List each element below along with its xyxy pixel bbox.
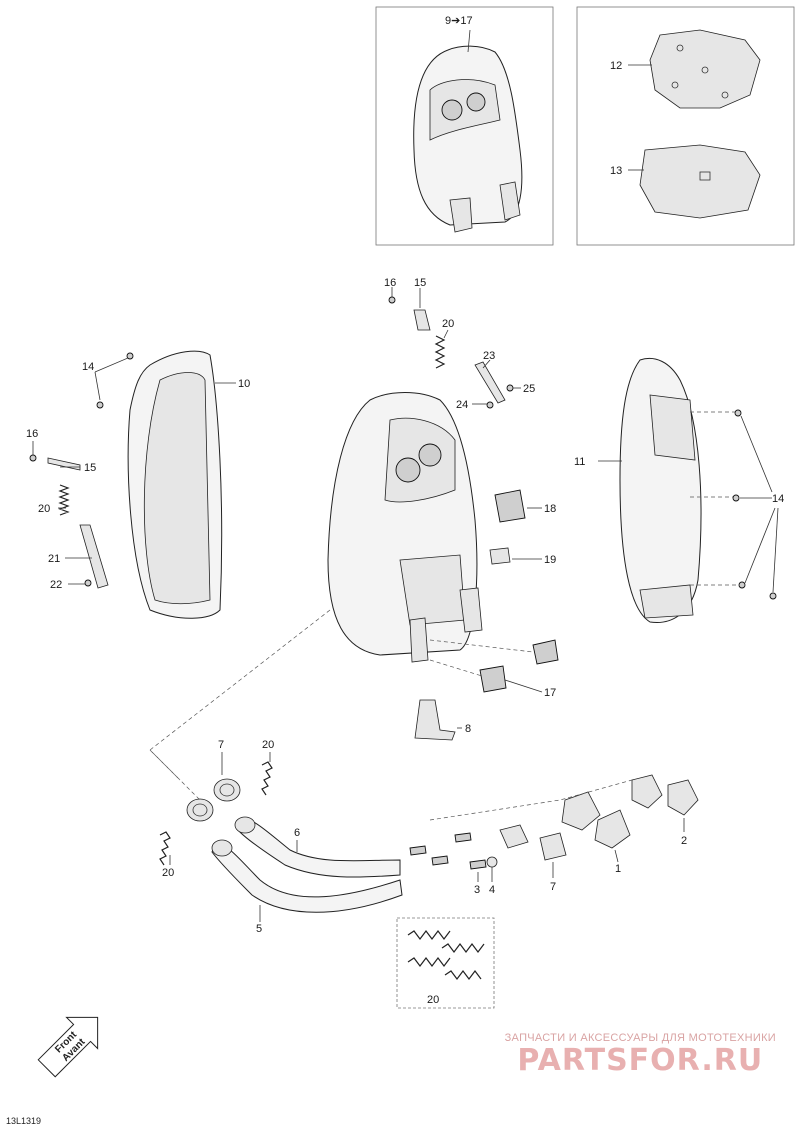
nut-16-left [29,454,37,462]
callout-24: 24 [456,399,468,411]
gasket-12 [649,29,761,109]
callout-9-17: 9➔17 [445,15,473,27]
callout-1: 1 [615,863,621,875]
fastener-14-a [126,352,134,360]
callout-11: 11 [574,456,585,468]
callout-23: 23 [483,350,495,362]
fastener-14-c [734,409,742,417]
nut-25 [506,384,514,392]
callout-22: 22 [50,579,62,591]
callout-20-box: 20 [427,994,439,1006]
strap-21 [79,524,109,589]
fastener-14-f [769,592,777,600]
callout-17: 17 [544,687,556,699]
callout-19: 19 [544,554,556,566]
callout-7-right: 7 [550,881,556,893]
fastener-14-d [732,494,740,502]
bolt-19 [489,547,511,565]
inset-box-muffler-assembly [375,6,554,246]
watermark-tagline: ЗАПЧАСТИ И АКСЕССУАРЫ ДЛЯ МОТОТЕХНИКИ [504,1032,776,1044]
nut-4 [486,856,498,868]
callout-12: 12 [610,60,622,72]
screw-24 [486,401,494,409]
callout-13: 13 [610,165,622,177]
callout-15-top: 15 [414,277,426,289]
gasket-2-b [667,779,699,816]
bracket-15-top [413,309,431,331]
exhaust-pipe-5 [211,843,403,913]
fastener-14-e [738,581,746,589]
callout-3: 3 [474,884,480,896]
inset-muffler-assembly [413,29,523,233]
damper-18 [494,489,526,523]
front-direction-arrow: Front Avant [37,1016,99,1078]
callout-16-left: 16 [26,428,38,440]
gasket-2-a [631,774,663,809]
callout-20-mid: 20 [262,739,274,751]
sleeve-7-right-a [499,824,529,849]
callout-8: 8 [465,723,471,735]
watermark: ЗАПЧАСТИ И АКСЕССУАРЫ ДЛЯ МОТОТЕХНИКИ PA… [505,1032,776,1078]
bracket-8 [414,699,456,741]
callout-20-left: 20 [38,503,50,515]
callout-15-left: 15 [84,462,96,474]
callout-14-right: 14 [772,493,784,505]
spring-20-upper [261,761,273,796]
spring-20-lower-left [159,831,171,866]
callout-7-left: 7 [218,739,224,751]
spring-20-top [434,335,446,369]
bracket-15-left [47,457,81,471]
exhaust-pipe-6 [237,818,401,878]
nut-16-top [388,296,396,304]
callout-21: 21 [48,553,60,565]
callout-25: 25 [523,383,535,395]
spring-20-left [58,484,70,516]
ring-7-left-b [186,798,214,822]
callout-16-top: 16 [384,277,396,289]
callout-4: 4 [489,884,495,896]
screw-22 [84,579,92,587]
inset-box-springs [396,917,495,1009]
inset-box-gaskets [576,6,795,246]
spring-set-20 [407,930,485,980]
damper-17-b [479,665,507,693]
fastener-14-b [96,401,104,409]
callout-18: 18 [544,503,556,515]
callout-10: 10 [238,378,250,390]
callout-20-top: 20 [442,318,454,330]
gasket-13 [639,144,761,219]
strap-23 [474,361,506,404]
studs-3 [409,832,487,870]
ring-7-left-a [213,778,241,802]
watermark-brand: PARTSFOR.RU [517,1043,764,1078]
callout-20-lower: 20 [162,867,174,879]
callout-6: 6 [294,827,300,839]
flange-1-a [561,791,601,831]
sleeve-7-right-b [539,832,567,861]
callout-5: 5 [256,923,262,935]
callout-14-left: 14 [82,361,94,373]
diagram-code: 13L1319 [6,1116,42,1126]
flange-1-b [594,809,631,849]
damper-17-a [532,639,559,665]
callout-2: 2 [681,835,687,847]
